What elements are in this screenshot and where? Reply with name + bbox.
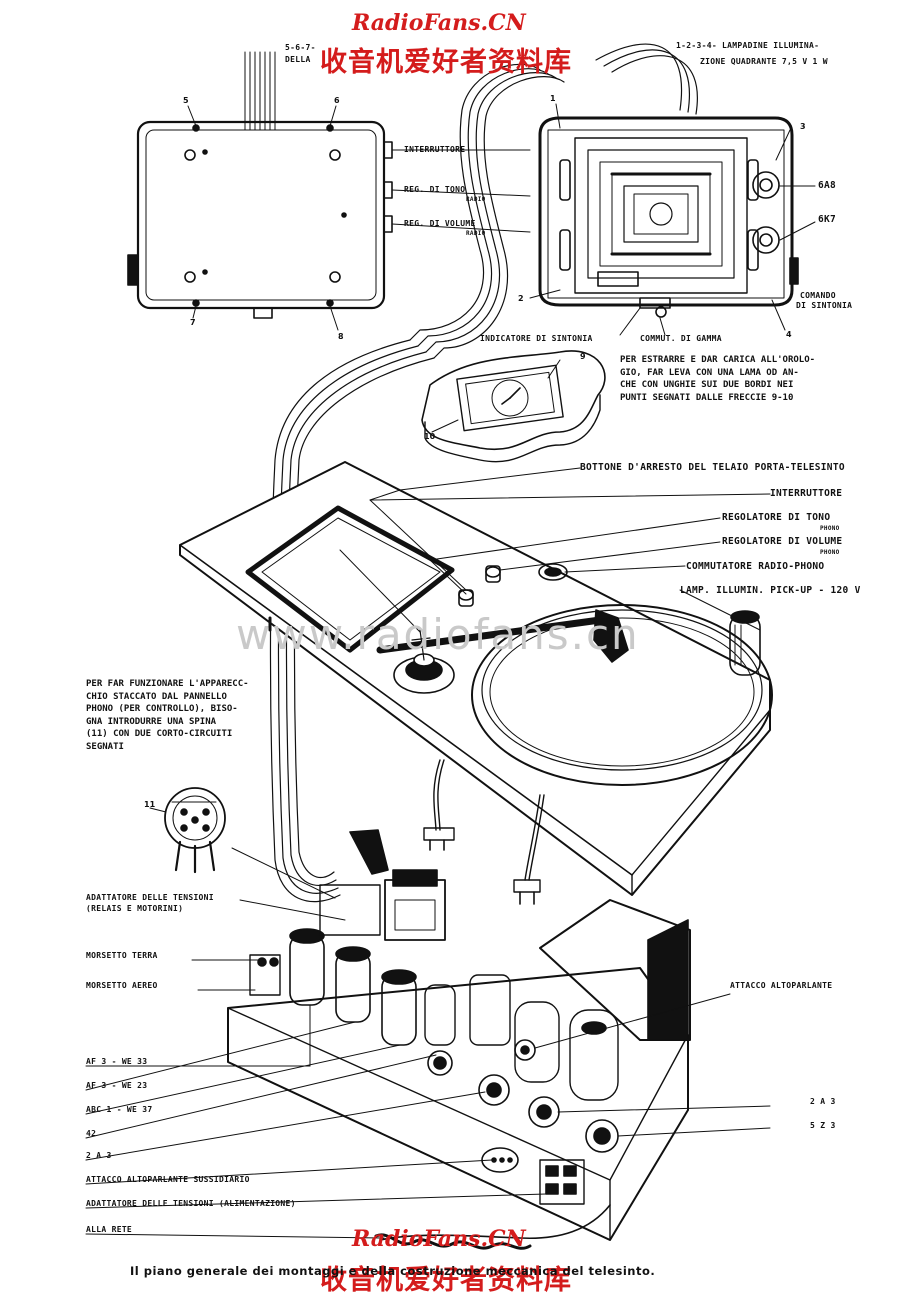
label-adatt-alim: ADATTATORE DELLE TENSIONI (ALIMENTAZIONE… [86, 1199, 296, 1208]
phono-panel [179, 461, 773, 896]
label-reg-tono-sub: RADIO [466, 196, 486, 203]
callout-7: 7 [190, 318, 196, 327]
callout-4: 4 [786, 330, 792, 339]
label-reg-volume-sub: RADIO [466, 230, 486, 237]
label-5z3: 5 Z 3 [810, 1121, 836, 1130]
chassis-leaders [85, 899, 771, 1239]
label-af3-23: AF 3 - WE 23 [86, 1081, 148, 1090]
label-commut-gamma: COMMUT. DI GAMMA [640, 334, 722, 343]
label-bulbs-top: 5-6-7- [285, 43, 316, 52]
label-reg-volume: REG. DI VOLUME [404, 219, 476, 228]
watermark-bottom-cn: 收音机爱好者资料库 [320, 1265, 572, 1296]
label-reg-tono: REG. DI TONO [404, 185, 466, 194]
label-42: 42 [86, 1129, 97, 1138]
label-morsetto-terra: MORSETTO TERRA [86, 951, 158, 960]
dial-box [529, 103, 816, 336]
control-box [127, 105, 393, 331]
watermark-top: RadioFans.CN [352, 10, 526, 36]
callout-9: 9 [580, 352, 586, 361]
clock-note: PER ESTRARRE E DAR CARICA ALL'OROLO- GIO… [620, 355, 816, 403]
label-panel-reg-volume-sub: PHONO [820, 549, 840, 556]
label-indicatore: INDICATORE DI SINTONIA [480, 334, 593, 343]
label-af3-33: AF 3 - WE 33 [86, 1057, 148, 1066]
left-note: PER FAR FUNZIONARE L'APPARECC- CHIO STAC… [86, 679, 249, 752]
callout-2: 2 [518, 294, 524, 303]
label-panel-reg-tono: REGOLATORE DI TONO [722, 512, 831, 523]
plug-11 [149, 787, 336, 899]
label-bulbs-top2: DELLA [285, 55, 311, 64]
callout-10: 10 [424, 432, 436, 441]
label-6a8: 6A8 [818, 180, 837, 191]
label-panel-reg-volume: REGOLATORE DI VOLUME [722, 536, 843, 547]
label-lamp-note-1: 1-2-3-4- LAMPADINE ILLUMINA- [676, 41, 820, 50]
label-adattatore-1: ADATTATORE DELLE TENSIONI [86, 893, 214, 902]
label-abc1: ABC 1 - WE 37 [86, 1105, 153, 1114]
callout-5: 5 [183, 96, 189, 105]
label-panel-interruttore: INTERRUTTORE [770, 488, 843, 499]
label-interruttore: INTERRUTTORE [404, 145, 466, 154]
label-2a3-left: 2 A 3 [86, 1151, 112, 1160]
clock-module [421, 350, 606, 463]
label-bottone: BOTTONE D'ARRESTO DEL TELAIO PORTA-TELES… [580, 462, 845, 473]
callout-6: 6 [334, 96, 340, 105]
label-morsetto-aereo: MORSETTO AEREO [86, 981, 158, 990]
label-attacco-altop: ATTACCO ALTOPARLANTE [730, 981, 833, 990]
label-panel-reg-tono-sub: PHONO [820, 525, 840, 532]
figure-caption: Il piano generale dei montaggi e della c… [130, 1264, 656, 1278]
label-attacco-sussid: ATTACCO ALTOPARLANTE SUSSIDIARIO [86, 1175, 250, 1184]
watermark-bottom: RadioFans.CN [352, 1226, 526, 1252]
label-comando-2: DI SINTONIA [796, 301, 853, 310]
label-lamp-note-2: ZIONE QUADRANTE 7,5 V 1 W [700, 57, 828, 66]
chassis [227, 829, 691, 1250]
callout-3: 3 [800, 122, 806, 131]
ribbon-cable-top [244, 51, 276, 131]
label-commutatore: COMMUTATORE RADIO-PHONO [686, 561, 825, 572]
panel-leaders [339, 467, 771, 633]
label-comando-1: COMANDO [800, 291, 836, 300]
callout-8: 8 [338, 332, 344, 341]
callout-1: 1 [550, 94, 556, 103]
label-6k7: 6K7 [818, 214, 837, 225]
label-lamp-pickup: LAMP. ILLUMIN. PICK-UP - 120 V [680, 585, 861, 596]
label-alla-rete: ALLA RETE [86, 1225, 133, 1234]
plug-leads [423, 759, 545, 905]
label-2a3-right: 2 A 3 [810, 1097, 836, 1106]
callout-11: 11 [144, 800, 156, 809]
watermark-ghost: www.radiofans.cn [236, 610, 640, 659]
label-adattatore-2: (RELAIS E MOTORINI) [86, 904, 184, 913]
watermark-top-cn: 收音机爱好者资料库 [320, 47, 572, 78]
